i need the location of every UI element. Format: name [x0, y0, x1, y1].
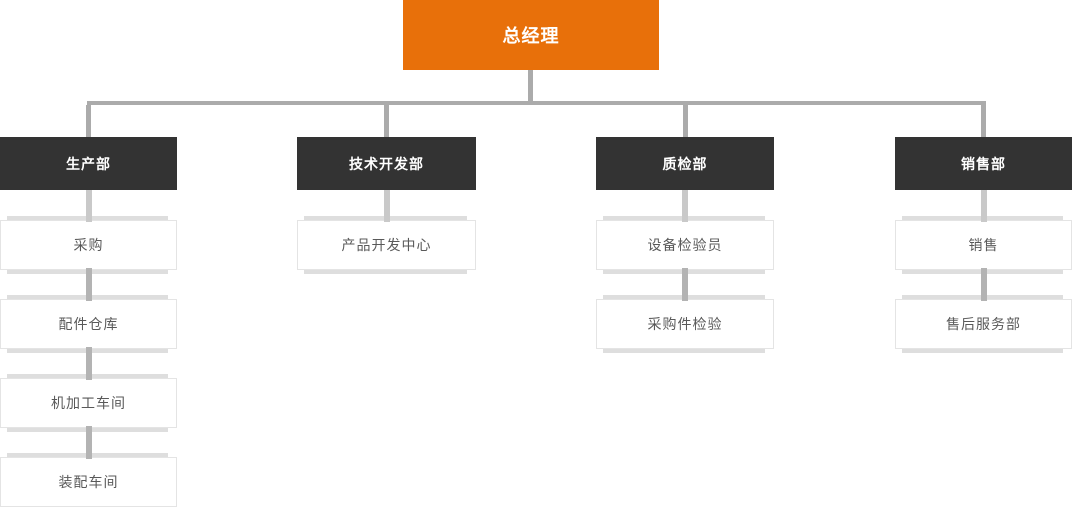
connector-stub — [981, 190, 987, 222]
connector-drop-production — [86, 105, 91, 137]
connector-drop-quality — [683, 105, 688, 137]
dept-node-tech-development: 技术开发部 — [297, 137, 476, 190]
leaf-node-after-sales-service: 售后服务部 — [895, 295, 1072, 353]
leaf-node-product-dev-center: 产品开发中心 — [297, 216, 476, 274]
leaf-node-parts-warehouse: 配件仓库 — [0, 295, 177, 353]
connector-stub — [86, 426, 92, 459]
leaf-node-equipment-inspector: 设备检验员 — [596, 216, 774, 274]
leaf-node-machining-workshop: 机加工车间 — [0, 374, 177, 432]
connector-horizontal-line — [87, 101, 986, 105]
connector-drop-tech-dev — [384, 105, 389, 137]
connector-stub — [86, 347, 92, 380]
connector-stub — [86, 268, 92, 301]
dept-node-quality-inspection: 质检部 — [596, 137, 774, 190]
root-node-general-manager: 总经理 — [403, 0, 659, 70]
leaf-node-sales: 销售 — [895, 216, 1072, 274]
dept-node-production: 生产部 — [0, 137, 177, 190]
connector-stub — [981, 268, 987, 301]
dept-node-sales: 销售部 — [895, 137, 1072, 190]
connector-drop-sales — [981, 105, 986, 137]
leaf-node-purchased-parts-inspection: 采购件检验 — [596, 295, 774, 353]
connector-stub — [682, 268, 688, 301]
leaf-node-assembly-workshop: 装配车间 — [0, 453, 177, 507]
connector-stub — [384, 190, 390, 222]
leaf-node-purchasing: 采购 — [0, 216, 177, 274]
connector-root-drop — [528, 69, 533, 105]
connector-stub — [682, 190, 688, 222]
connector-stub — [86, 190, 92, 222]
